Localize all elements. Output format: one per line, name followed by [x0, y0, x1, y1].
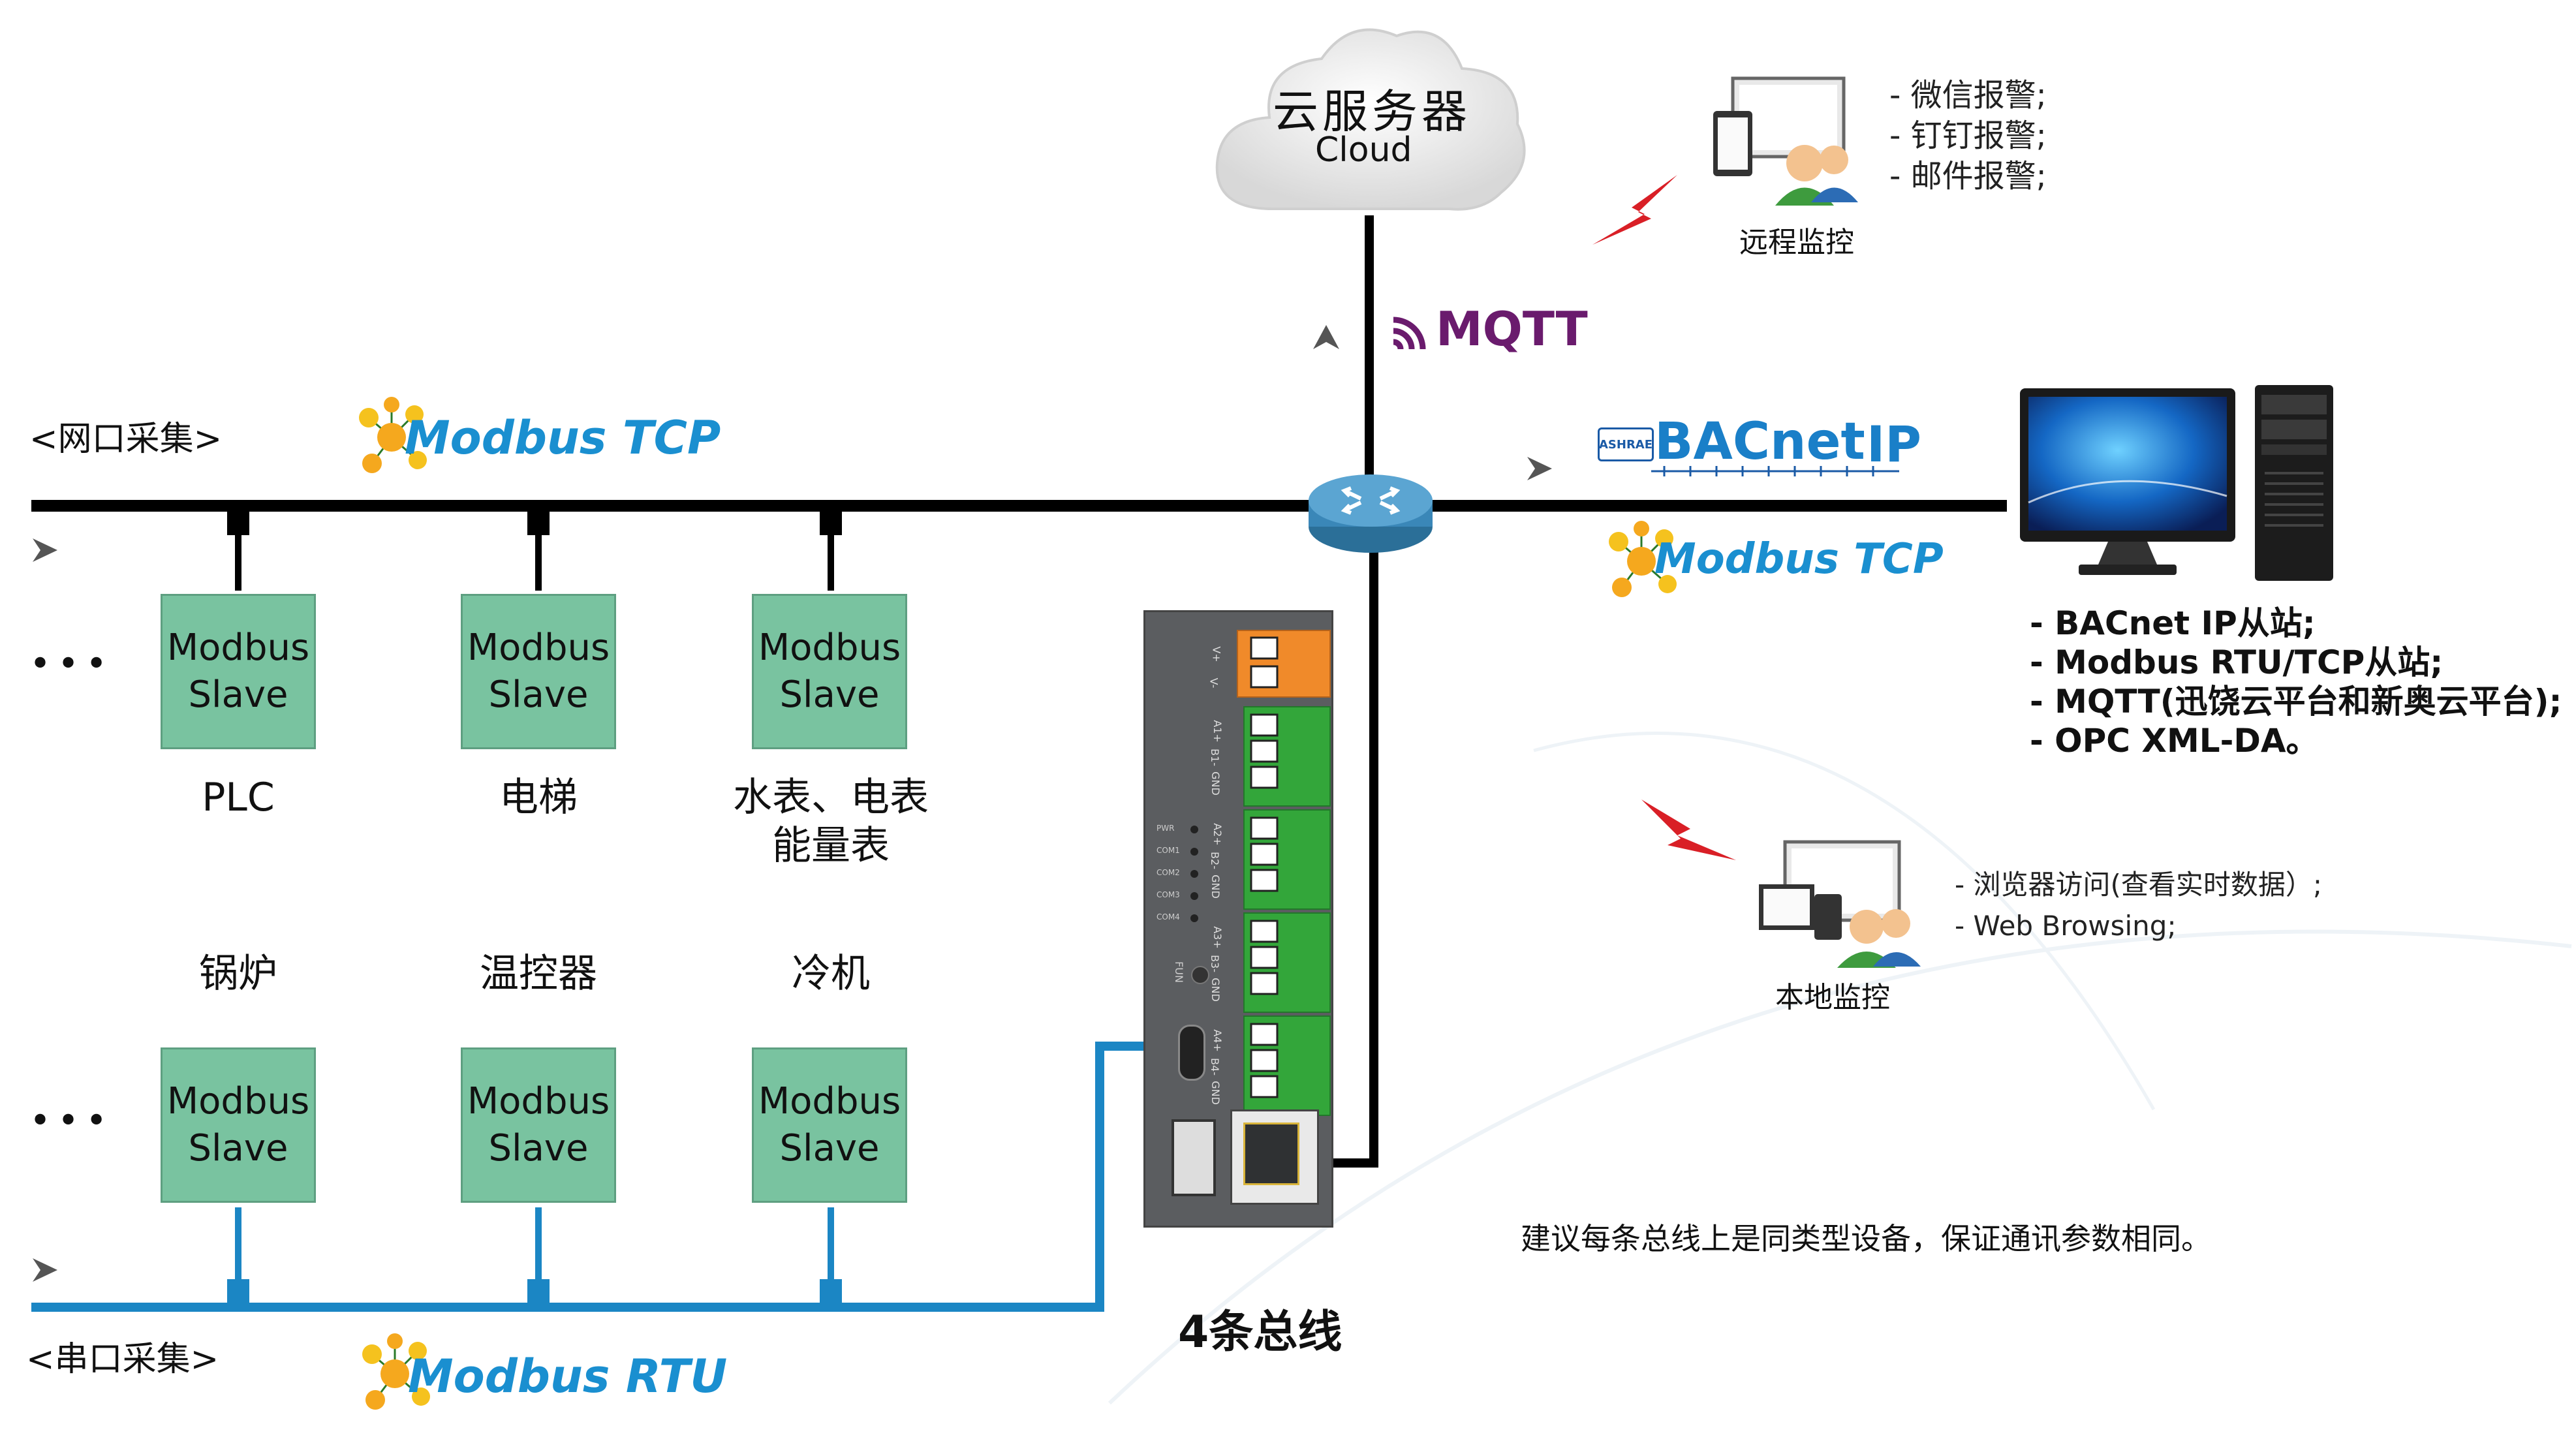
modbus-tcp-logo-icon — [359, 397, 427, 473]
local-monitor-icon — [1759, 840, 1921, 968]
serial-section-label: <串口采集> — [26, 1340, 219, 1379]
led-indicator — [1190, 892, 1198, 900]
mqtt-label: MQTT — [1436, 302, 1588, 356]
feature-mqtt: - MQTT(迅饶云平台和新奥云平台); — [2030, 683, 2562, 720]
device-label-meter: 水表、电表 能量表 — [733, 775, 929, 869]
terminal-label: B4- — [1208, 1058, 1221, 1076]
pc-monitor-icon — [2020, 388, 2235, 575]
ashrae-badge: ASHRAE — [1598, 427, 1654, 461]
terminal-label: A1+ — [1211, 720, 1224, 743]
local-item-web: - Web Browsing; — [1955, 910, 2177, 942]
slave-line2: Slave — [188, 674, 288, 716]
led-indicator — [1190, 848, 1198, 856]
led-indicator — [1190, 870, 1198, 878]
bacnet-underline — [1651, 466, 1899, 476]
terminal-label: B3- — [1208, 955, 1221, 972]
fun-button-label: FUN — [1172, 961, 1185, 983]
terminal-label: GND — [1209, 875, 1222, 899]
slave-line1: Modbus — [758, 627, 901, 669]
led-label: COM1 — [1156, 846, 1180, 855]
slave-line2: Slave — [488, 1127, 589, 1170]
gateway-ethernet-line — [1318, 535, 1378, 1168]
terminal-label: GND — [1209, 771, 1222, 796]
slave-box-plc: Modbus Slave — [161, 594, 316, 749]
wireless-bolt-local — [1641, 799, 1736, 860]
feature-modbus: - Modbus RTU/TCP从站; — [2030, 643, 2444, 681]
remote-monitor-label: 远程监控 — [1739, 226, 1854, 259]
terminal-label: A3+ — [1211, 926, 1224, 949]
ethernet-section-label: <网口采集> — [29, 420, 223, 459]
usb-c-port — [1178, 1025, 1205, 1081]
device-label-plc: PLC — [202, 775, 275, 820]
bacnet-label: BACnet — [1654, 412, 1865, 471]
slave-line2: Slave — [488, 674, 589, 716]
local-monitor-label: 本地监控 — [1775, 981, 1890, 1014]
device-label-boiler: 锅炉 — [199, 951, 277, 997]
ethernet-more-devices: ••• — [29, 643, 114, 685]
terminal-label: B1- — [1208, 749, 1221, 766]
remote-item-email: - 邮件报警; — [1889, 158, 2047, 194]
terminal-label: A4+ — [1211, 1029, 1224, 1052]
terminal-label: GND — [1209, 978, 1222, 1002]
bacnet-ip-label: IP — [1867, 415, 1921, 473]
fun-button — [1191, 966, 1209, 984]
slave-line2: Slave — [188, 1127, 288, 1170]
feature-opc: - OPC XML-DA。 — [2030, 722, 2319, 760]
led-label: PWR — [1156, 824, 1175, 833]
gateway-bus-label: 4条总线 — [1178, 1307, 1342, 1358]
slave-box-thermostat: Modbus Slave — [461, 1047, 616, 1203]
terminal-label: V+ — [1210, 646, 1223, 662]
usb-port — [1172, 1119, 1216, 1196]
terminal-label: B2- — [1208, 852, 1221, 869]
slave-line1: Modbus — [467, 627, 610, 669]
remote-monitor-icon — [1713, 76, 1858, 206]
pc-tower-icon — [2255, 385, 2333, 581]
wireless-bolt-remote — [1592, 175, 1677, 245]
feature-bacnet: - BACnet IP从站; — [2030, 604, 2316, 642]
led-indicator — [1190, 826, 1198, 833]
bus-note: 建议每条总线上是同类型设备，保证通讯参数相同。 — [1521, 1221, 2211, 1256]
slave-line2: Slave — [779, 1127, 880, 1170]
slave-line1: Modbus — [758, 1080, 901, 1123]
modbus-tcp-right-logo-icon — [1609, 521, 1677, 597]
terminal-label: GND — [1209, 1081, 1222, 1105]
right-protocol-logo: Modbus TCP — [1654, 535, 1944, 583]
modbus-rtu-logo-icon — [362, 1333, 430, 1410]
cloud-subtitle: Cloud — [1315, 131, 1412, 170]
remote-item-dingtalk: - 钉钉报警; — [1889, 117, 2047, 154]
slave-box-chiller: Modbus Slave — [752, 1047, 907, 1203]
device-label-thermostat: 温控器 — [480, 951, 597, 997]
terminal-label: V- — [1207, 677, 1220, 689]
slave-line1: Modbus — [467, 1080, 610, 1123]
router-icon — [1309, 474, 1433, 553]
slave-box-boiler: Modbus Slave — [161, 1047, 316, 1203]
ethernet-protocol-logo: Modbus TCP — [405, 411, 721, 465]
led-label: COM4 — [1156, 912, 1180, 922]
slave-line1: Modbus — [166, 627, 310, 669]
cloud-title: 云服务器 — [1273, 85, 1471, 138]
local-item-browser: - 浏览器访问(查看实时数据）; — [1955, 869, 2323, 901]
cloud-icon — [1215, 28, 1526, 211]
led-panel: PWR COM1 COM2 COM3 COM4 — [1156, 824, 1209, 935]
slave-line2: Slave — [779, 674, 880, 716]
terminal-screws — [1250, 636, 1279, 1098]
remote-item-wechat: - 微信报警; — [1889, 77, 2047, 114]
led-indicator — [1190, 914, 1198, 922]
slave-line1: Modbus — [166, 1080, 310, 1123]
led-label: COM3 — [1156, 890, 1180, 899]
ethernet-port-jack — [1243, 1123, 1299, 1185]
mqtt-icon — [1393, 317, 1426, 350]
slave-box-meter: Modbus Slave — [752, 594, 907, 749]
device-label-chiller: 冷机 — [792, 951, 870, 997]
led-label: COM2 — [1156, 868, 1180, 877]
serial-protocol-logo: Modbus RTU — [408, 1350, 728, 1403]
terminal-label-column: V+ V- A1+ B1- GND A2+ B2- GND A3+ B3- GN… — [1206, 630, 1232, 1113]
terminal-label: A2+ — [1211, 823, 1224, 846]
serial-more-devices: ••• — [29, 1100, 114, 1142]
device-label-elevator: 电梯 — [499, 775, 578, 820]
slave-box-elevator: Modbus Slave — [461, 594, 616, 749]
